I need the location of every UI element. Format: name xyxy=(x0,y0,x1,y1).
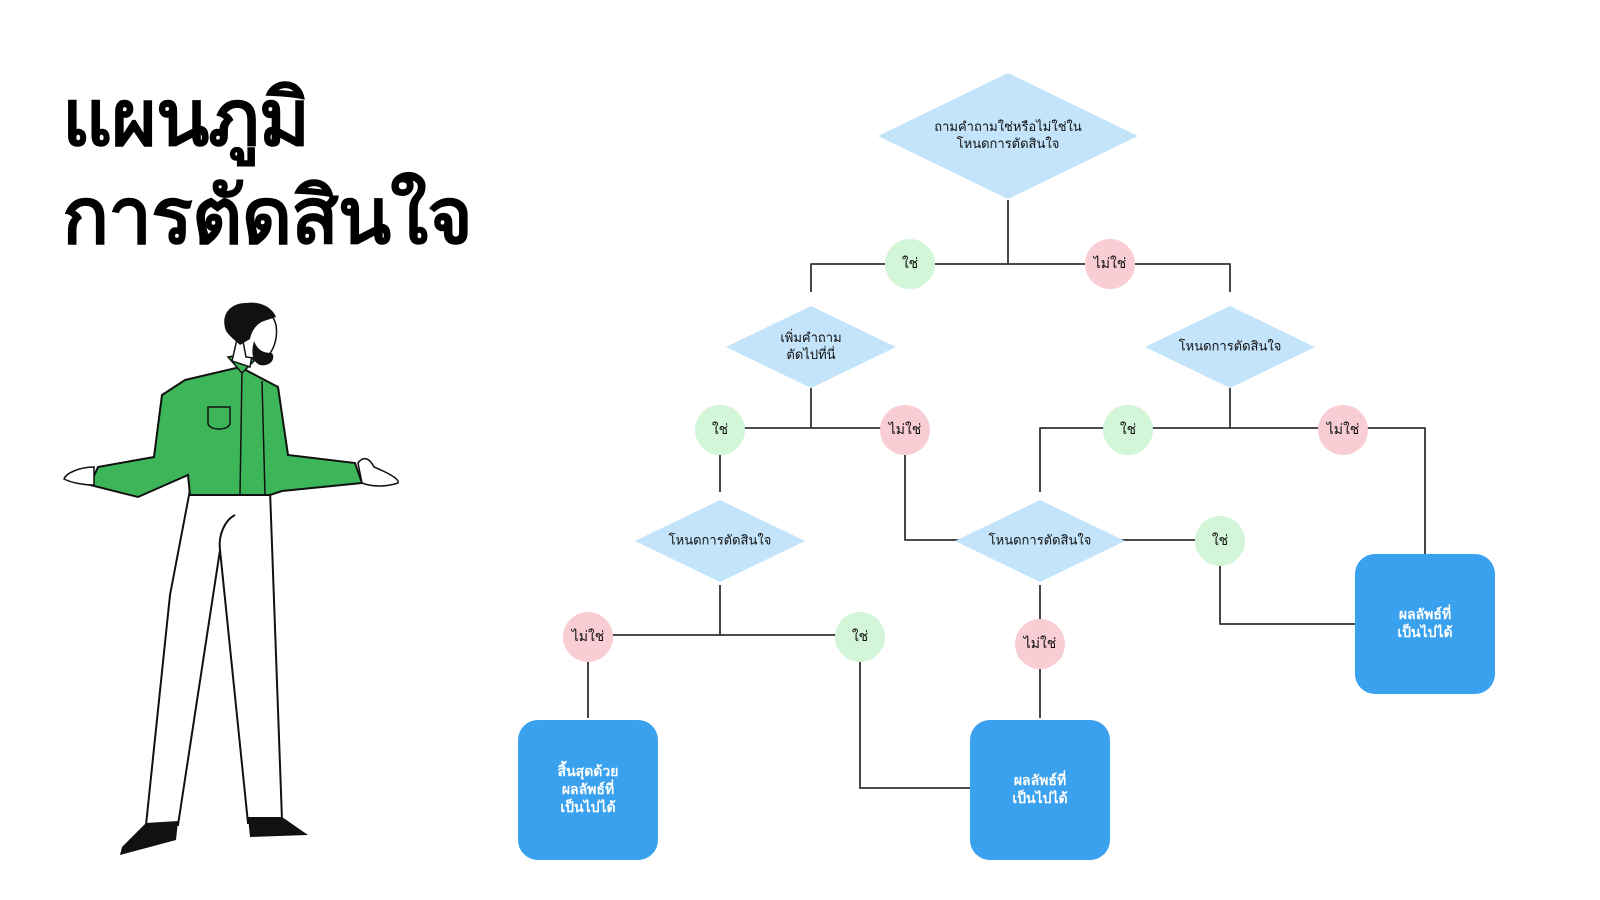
person-hand-right xyxy=(357,457,399,487)
yes-badge-label: ใช่ xyxy=(1212,532,1228,549)
decision-label-line-1: โหนดการตัดสินใจ xyxy=(669,533,772,549)
no-badge-circle xyxy=(1318,405,1368,455)
yes-badge-circle xyxy=(1195,516,1245,566)
decision-label-line-1: เพิ่มคำถาม xyxy=(780,329,841,346)
person-hand-left xyxy=(63,466,95,486)
no-badge-circle xyxy=(1015,619,1065,669)
yes-badge-label: ใช่ xyxy=(1120,421,1136,438)
decision-label-line-2: ตัดไปที่นี่ xyxy=(786,346,835,363)
no-badge-circle xyxy=(1085,239,1135,289)
result-shape xyxy=(970,720,1110,860)
title-line-1: แผนภูมิ xyxy=(62,74,310,164)
decision-label-line-2: โหนดการตัดสินใจ xyxy=(957,136,1060,152)
no-badge-4: ไม่ใช่ xyxy=(563,612,613,662)
title-line-2: การตัดสินใจ xyxy=(62,172,473,262)
decision-shape xyxy=(726,306,896,388)
person-pocket xyxy=(207,406,231,430)
decision-node-d3: โหนดการตัดสินใจ xyxy=(1145,306,1315,388)
no-badge-label: ไม่ใช่ xyxy=(1023,635,1057,652)
decision-shape xyxy=(955,500,1125,582)
result-label-line-2: เป็นไปได้ xyxy=(1012,789,1067,807)
result-label-line-2: ผลลัพธ์ที่ xyxy=(562,779,614,798)
yes-badge-2: ใช่ xyxy=(695,405,745,455)
yes-badge-5: ใช่ xyxy=(835,612,885,662)
person-shoe-right xyxy=(248,817,308,837)
no-badge-label: ไม่ใช่ xyxy=(888,421,922,438)
yes-badge-circle xyxy=(1103,405,1153,455)
no-badge-2: ไม่ใช่ xyxy=(880,405,930,455)
person-hair xyxy=(224,302,276,345)
result-label-line-1: สิ้นสุดด้วย xyxy=(557,760,618,780)
decision-label-line-1: โหนดการตัดสินใจ xyxy=(1179,339,1282,355)
yes-badge-circle xyxy=(835,612,885,662)
no-badge-label: ไม่ใช่ xyxy=(1093,255,1127,272)
yes-badge-1: ใช่ xyxy=(885,239,935,289)
yes-badge-circle xyxy=(695,405,745,455)
no-badge-label: ไม่ใช่ xyxy=(1326,421,1360,438)
connector-lines xyxy=(587,200,1426,789)
person-illustration xyxy=(63,302,399,855)
no-badge-circle xyxy=(880,405,930,455)
no-badge-3: ไม่ใช่ xyxy=(1318,405,1368,455)
result-label-line-1: ผลลัพธ์ที่ xyxy=(1399,604,1451,623)
result-node-r2: ผลลัพธ์ที่เป็นไปได้ xyxy=(970,720,1110,860)
yes-badge-label: ใช่ xyxy=(712,421,728,438)
decision-node-d4: โหนดการตัดสินใจ xyxy=(635,500,805,582)
result-shape xyxy=(1355,554,1495,694)
decision-shape xyxy=(635,500,805,582)
yes-badge-circle xyxy=(885,239,935,289)
page-title: แผนภูมิ การตัดสินใจ xyxy=(62,70,473,266)
person-shoe-left xyxy=(120,821,178,855)
yes-badge-label: ใช่ xyxy=(902,255,918,272)
result-label-line-3: เป็นไปได้ xyxy=(560,798,615,816)
decision-node-d5: โหนดการตัดสินใจ xyxy=(955,500,1125,582)
result-label-line-1: ผลลัพธ์ที่ xyxy=(1014,770,1066,789)
person-beard xyxy=(252,341,274,366)
no-badge-5: ไม่ใช่ xyxy=(1015,619,1065,669)
decision-label-line-1: โหนดการตัดสินใจ xyxy=(989,533,1092,549)
yes-badge-label: ใช่ xyxy=(852,628,868,645)
result-node-r3: ผลลัพธ์ที่เป็นไปได้ xyxy=(1355,554,1495,694)
yes-badge-3: ใช่ xyxy=(1103,405,1153,455)
result-shape xyxy=(518,720,658,860)
decision-shape xyxy=(1145,306,1315,388)
decision-label-line-1: ถามคำถามใช่หรือไม่ใช่ใน xyxy=(934,119,1082,135)
yes-badge-4: ใช่ xyxy=(1195,516,1245,566)
decision-shape xyxy=(878,73,1138,199)
no-badge-1: ไม่ใช่ xyxy=(1085,239,1135,289)
result-label-line-2: เป็นไปได้ xyxy=(1397,623,1452,641)
no-badge-circle xyxy=(563,612,613,662)
no-badge-label: ไม่ใช่ xyxy=(571,628,605,645)
